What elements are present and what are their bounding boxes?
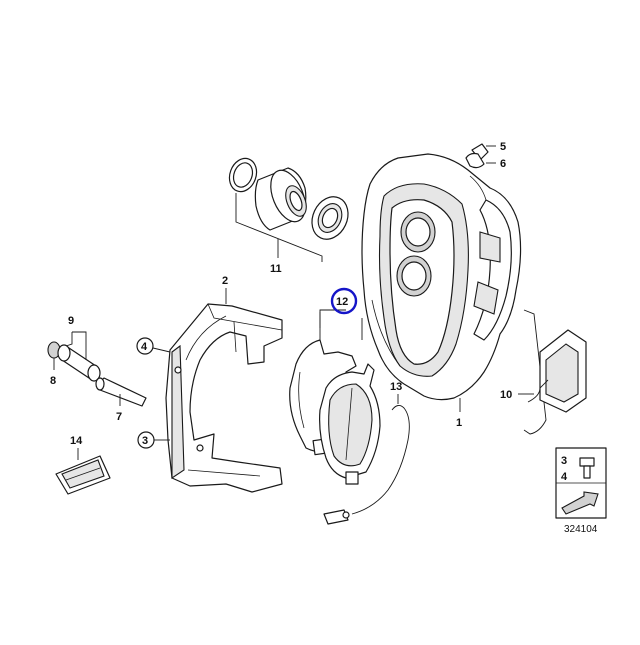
- callout-6: 6: [500, 158, 506, 170]
- callout-1: 1: [456, 417, 462, 429]
- piston: [254, 167, 307, 231]
- brake-caliper-housing: [361, 153, 522, 401]
- callout-12-highlight: [330, 287, 358, 315]
- dust-boot: [311, 196, 349, 240]
- legend-label-3: 3: [561, 455, 567, 467]
- callout-9: 9: [68, 315, 74, 327]
- callout-13: 13: [390, 381, 402, 393]
- legend-box: [555, 447, 607, 519]
- anti-rattle-spring: [523, 309, 587, 435]
- legend-label-4: 4: [561, 471, 568, 483]
- callout-10: 10: [500, 389, 512, 401]
- callout-2: 2: [222, 275, 228, 287]
- callout-12: 12: [336, 296, 348, 308]
- callout-7: 7: [116, 411, 122, 423]
- callout-3: 3: [142, 435, 148, 447]
- callout-14: 14: [70, 435, 83, 447]
- callout-4-circle: [136, 337, 154, 355]
- callout-8: 8: [50, 375, 56, 387]
- callout-11: 11: [270, 263, 282, 275]
- callout-11-bracket: [235, 193, 323, 262]
- bleeder-screw: [465, 143, 489, 169]
- guide-pin-bolt: [95, 377, 147, 407]
- piston-seal-ring: [228, 157, 258, 193]
- callout-4: 4: [141, 341, 148, 353]
- wear-sensor: [323, 405, 410, 525]
- diagram-number: 324104: [564, 524, 598, 535]
- brake-pad-outer: [319, 363, 381, 485]
- grease-packet: [55, 455, 111, 495]
- callout-5: 5: [500, 141, 506, 153]
- caliper-carrier-bracket: [165, 303, 283, 493]
